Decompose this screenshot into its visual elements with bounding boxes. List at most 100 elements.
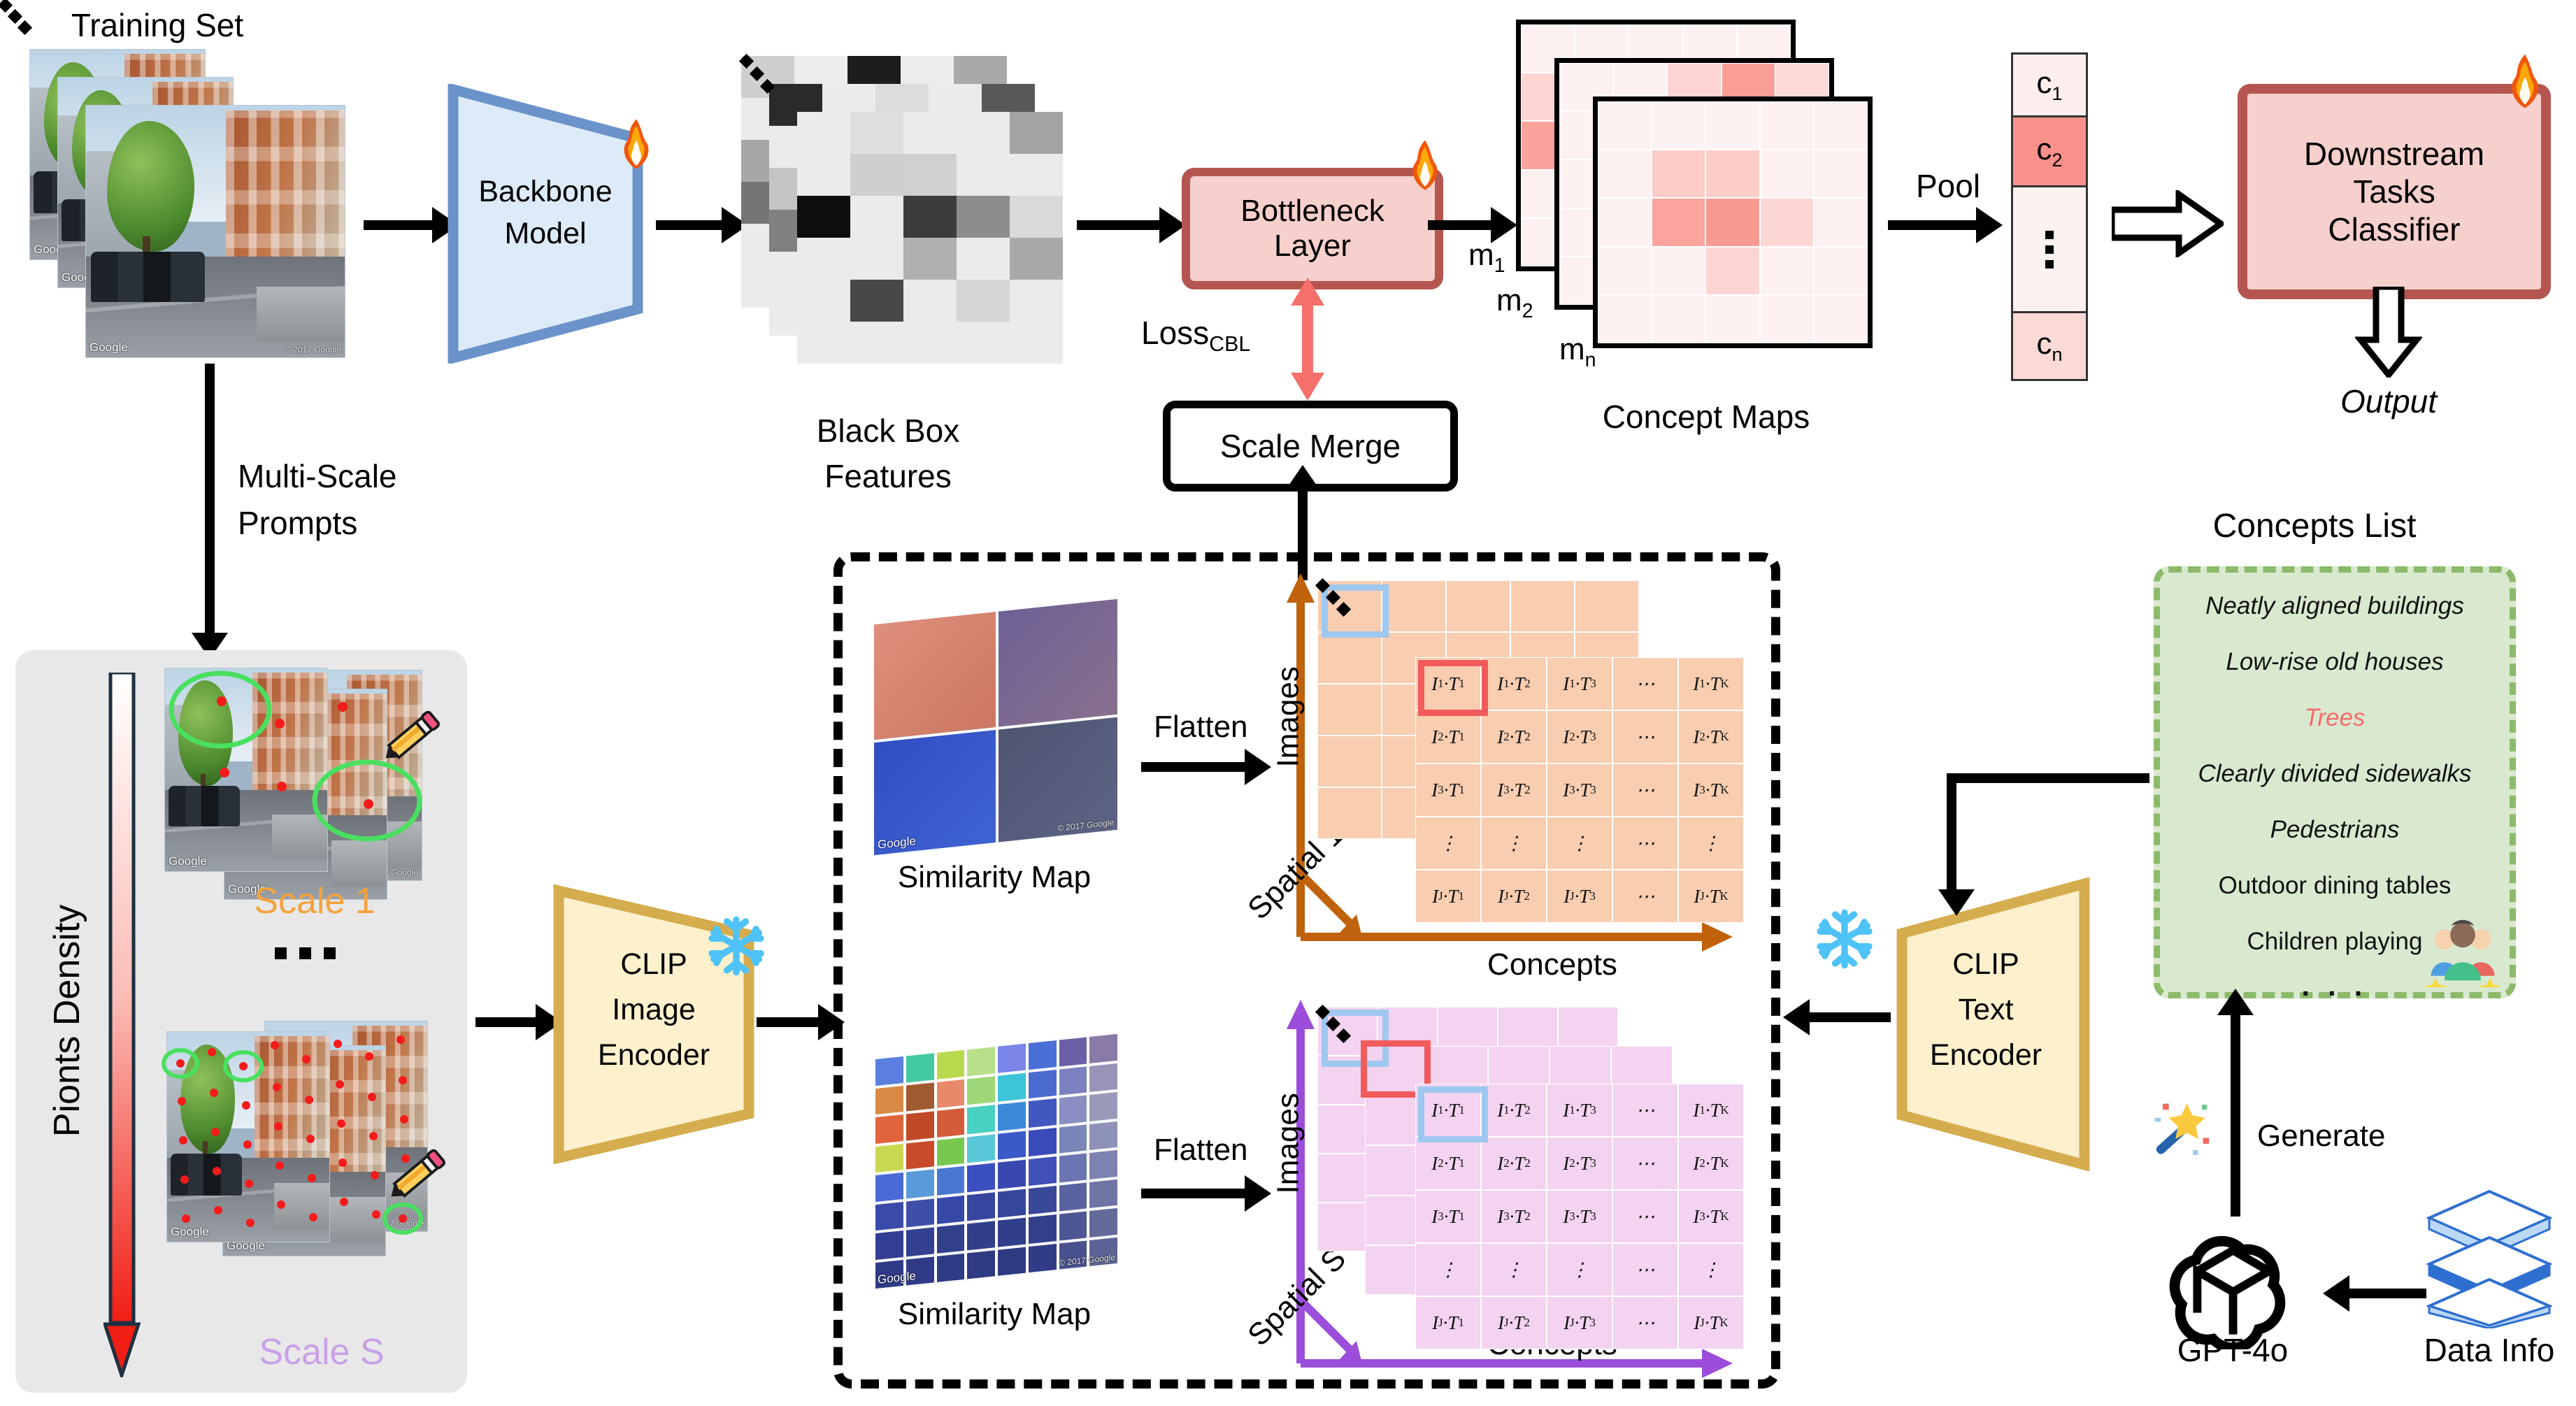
similarity-map-bottom-label: Similarity Map (897, 1297, 1092, 1331)
similarity-computation-region (833, 552, 1780, 1389)
arrowhead-flatten-bottom (1245, 1175, 1271, 1212)
concept-item[interactable]: Children playing (2247, 928, 2423, 955)
matrix-cell: ⋯ (1612, 817, 1678, 870)
clip-text-encoder-line2: Text (1958, 993, 2014, 1026)
clip-text-encoder-block[interactable]: CLIP Text Encoder (1881, 877, 2091, 1171)
arrow-conceptslist-to-textencoder-h (1947, 773, 2149, 783)
bottleneck-layer-block[interactable]: Bottleneck Layer (1182, 168, 1443, 289)
matrix-cell: ⋯ (1612, 870, 1678, 923)
fire-icon (1398, 138, 1452, 192)
classifier-label-line3: Classifier (2328, 211, 2461, 248)
concepts-list-title: Concepts List (2212, 508, 2417, 545)
arrow-imageencoder-to-simblock (757, 1017, 820, 1027)
arrowhead-datainfo-to-gpt (2323, 1275, 2349, 1312)
arrow-vector-to-classifier (2112, 190, 2224, 257)
similarity-map-top: Google© 2017 Google (874, 598, 1117, 856)
clip-text-encoder-line1: CLIP (1952, 947, 2019, 981)
concepts-list-ellipsis: · · · (2301, 977, 2368, 1010)
arrowhead-pool (1976, 207, 2003, 243)
scale1-label: Scale 1 (254, 881, 375, 921)
people-icon (2424, 914, 2502, 1000)
concept-item[interactable]: Neatly aligned buildings (2205, 592, 2464, 619)
downstream-classifier-block[interactable]: Downstream Tasks Classifier (2238, 84, 2551, 299)
matrix-cell: ⋮ (1678, 1243, 1744, 1296)
concepts-axis-top-label: Concepts (1487, 947, 1617, 982)
concept-item[interactable]: Outdoor dining tables (2218, 872, 2452, 899)
concept-vector-cell: c1 (2013, 55, 2086, 117)
output-label: Output (2340, 383, 2438, 419)
matrix-cell: ⋮ (1678, 817, 1744, 870)
feature-matrix-front (797, 112, 1063, 364)
black-box-features-label-line1: Black Box (816, 413, 960, 449)
generate-label: Generate (2257, 1119, 2386, 1153)
classifier-label-line1: Downstream (2303, 136, 2485, 172)
classifier-label-line2: Tasks (2353, 173, 2435, 210)
black-box-features-label-line2: Features (824, 458, 952, 494)
copyright-watermark: © 2017 Google (285, 345, 341, 354)
matrix-cell: ⋮ (1547, 817, 1612, 870)
multi-scale-prompts-label-line1: Multi-Scale (238, 458, 397, 494)
arrowhead-dashedblock-to-scalemerge (1285, 465, 1321, 492)
points-density-axis-label: Pionts Density (47, 904, 88, 1138)
arrowhead-bottleneck-to-conceptmaps (1491, 207, 1517, 243)
multi-scale-prompts-label-line2: Prompts (238, 505, 358, 541)
concept-item[interactable]: Low-rise old houses (2226, 648, 2444, 675)
clip-image-encoder-line2: Image (612, 993, 696, 1026)
pool-label: Pool (1916, 168, 1981, 204)
scale1-prompt-points-overlay (169, 670, 422, 842)
pencil-icon (378, 703, 445, 770)
clip-image-encoder-line3: Encoder (597, 1038, 710, 1072)
matrix-cell: ⋯ (1612, 1243, 1678, 1296)
concept-item[interactable]: Pedestrians (2270, 816, 2400, 843)
concept-item-highlighted[interactable]: Trees (2304, 704, 2366, 731)
m2-label: m2 (1496, 283, 1533, 322)
magic-wand-icon (2147, 1098, 2211, 1162)
matrix-cell: ⋯ (1612, 1190, 1678, 1243)
arrow-conceptslist-to-textencoder-v (1947, 773, 1956, 895)
backbone-model-block[interactable]: Backbone Model (448, 84, 643, 364)
clip-image-encoder-block[interactable]: CLIP Image Encoder (552, 884, 755, 1164)
arrow-trainingset-to-scalepanel (205, 364, 215, 636)
flatten-top-label: Flatten (1154, 710, 1248, 744)
images-axis-top-label: Images (1271, 666, 1305, 768)
m1-label: m1 (1468, 238, 1505, 277)
bottleneck-label-line2: Layer (1273, 229, 1352, 263)
loss-cbl-label: LossCBL (1141, 315, 1251, 357)
axes-bottom (1287, 1000, 1733, 1378)
arrowhead-gpt-to-conceptslist (2217, 989, 2254, 1015)
matrix-cell: ⋯ (1612, 1084, 1678, 1137)
loss-double-arrow (1291, 278, 1324, 401)
images-axis-bottom-label: Images (1271, 1093, 1305, 1194)
bottleneck-label-line1: Bottleneck (1240, 194, 1384, 228)
loss-subscript: CBL (1209, 333, 1251, 357)
concept-maps (1516, 20, 1935, 348)
concept-item[interactable]: Clearly divided sidewalks (2198, 760, 2472, 787)
pencil-icon (383, 1141, 450, 1208)
concept-vector-cell: cn (2013, 313, 2086, 379)
scaleS-image-1: Google (166, 1031, 330, 1242)
arrow-trainingset-to-backbone (364, 220, 434, 230)
flatten-bottom-label: Flatten (1154, 1133, 1248, 1167)
arrow-flatten-bottom (1141, 1189, 1246, 1198)
matrix-cell: ⋮ (1481, 817, 1547, 870)
highlight-blue-top (1322, 584, 1389, 638)
backbone-label-line2: Model (504, 217, 587, 250)
matrix-cell: ⋮ (1415, 817, 1481, 870)
